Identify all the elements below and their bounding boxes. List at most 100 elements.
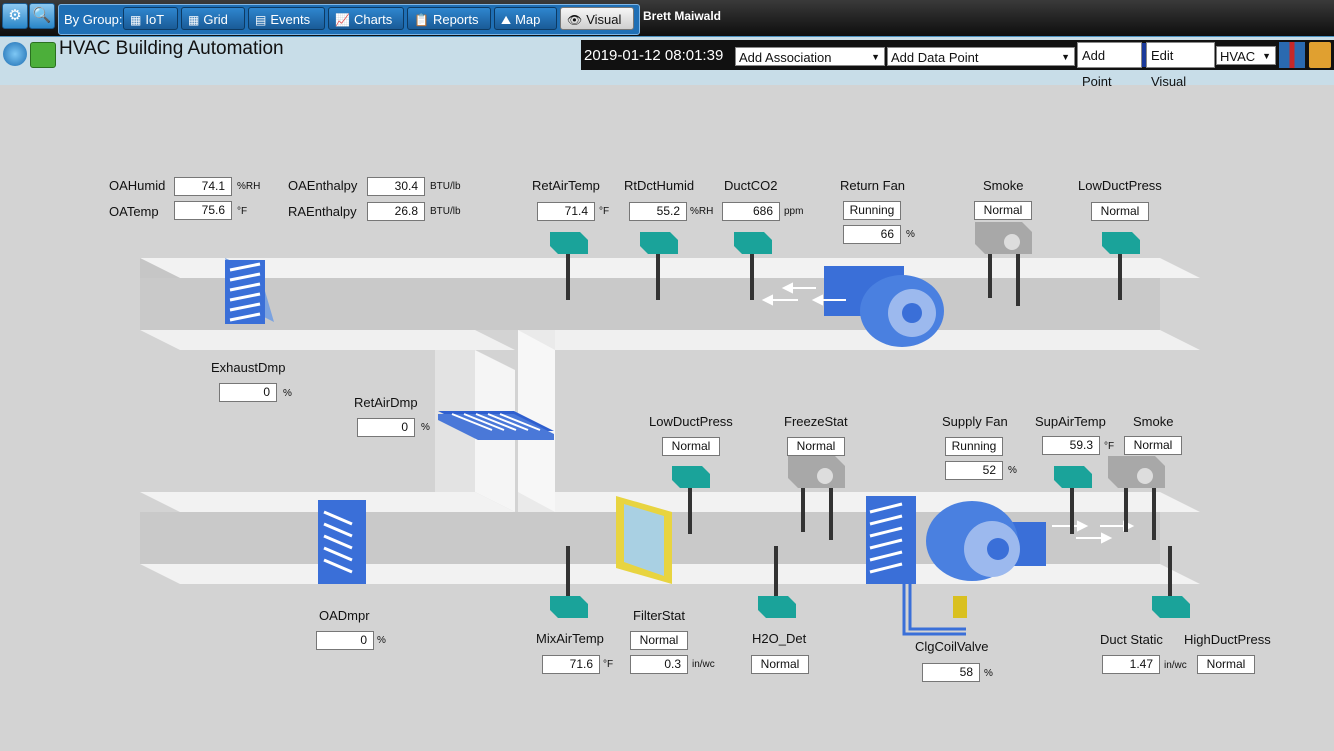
rt-dct-humid-unit: %RH — [690, 206, 714, 217]
group-label: By Group: — [64, 12, 123, 27]
oa-enthalpy-value[interactable]: 30.4 — [367, 177, 425, 196]
return-duct-bottom-left — [140, 330, 515, 350]
duct-static-sensor — [1152, 546, 1190, 618]
low-duct-press-return-label: LowDuctPress — [1078, 178, 1162, 193]
low-duct-press-return-status[interactable]: Normal — [1091, 202, 1149, 221]
package-icon[interactable] — [1309, 42, 1331, 68]
add-data-point-select[interactable]: Add Data Point▼ — [887, 47, 1075, 66]
clg-coil-valve-value[interactable]: 58 — [922, 663, 980, 682]
duct-co2-label: DuctCO2 — [724, 178, 778, 193]
ret-air-dmp-unit: % — [421, 422, 430, 433]
high-duct-press-label: HighDuctPress — [1184, 632, 1271, 647]
filter-stat-unit: in/wc — [692, 659, 715, 670]
rt-dct-humid-sensor — [640, 232, 678, 300]
ret-air-temp-value[interactable]: 71.4 — [537, 202, 595, 221]
ret-air-temp-unit: °F — [599, 206, 610, 217]
smoke-return-status[interactable]: Normal — [974, 201, 1032, 220]
visual-select[interactable]: HVAC▼ — [1216, 46, 1276, 65]
ra-enthalpy-unit: BTU/lb — [430, 206, 461, 217]
cooling-coil-fins — [869, 502, 903, 574]
duct-static-unit: in/wc — [1164, 660, 1187, 671]
clg-coil-valve-unit: % — [984, 668, 993, 679]
thermometer-icon[interactable] — [1279, 42, 1305, 68]
page-title: HVAC Building Automation — [59, 38, 284, 59]
datetime: 2019-01-12 08:01:39 — [584, 47, 724, 64]
ra-enthalpy-value[interactable]: 26.8 — [367, 202, 425, 221]
freeze-stat-label: FreezeStat — [784, 414, 848, 429]
filter-stat-value[interactable]: 0.3 — [630, 655, 688, 674]
coil-pipe-1 — [902, 584, 966, 636]
iot-button[interactable]: ▦IoT — [123, 7, 178, 30]
charts-button[interactable]: 📈Charts — [328, 7, 404, 30]
clipboard-icon: 📋 — [414, 13, 429, 27]
oa-temp-unit: °F — [237, 206, 248, 217]
low-duct-press-supply-status[interactable]: Normal — [662, 437, 720, 456]
freeze-stat-switch — [788, 456, 845, 540]
ret-air-temp-sensor — [550, 232, 588, 300]
control-bar: 2019-01-12 08:01:39 Add Association▼ Add… — [581, 40, 1334, 89]
oa-temp-value[interactable]: 75.6 — [174, 201, 232, 220]
exhaust-vertical-shade — [435, 350, 475, 512]
high-duct-press-status[interactable]: Normal — [1197, 655, 1255, 674]
rt-dct-humid-value[interactable]: 55.2 — [629, 202, 687, 221]
exhaust-damper-blades — [229, 262, 261, 322]
settings-gear-icon[interactable]: ⚙ — [2, 3, 28, 29]
filter-media — [624, 504, 664, 576]
ret-air-dmp-label: RetAirDmp — [354, 395, 418, 410]
add-point-button[interactable]: Add Point — [1077, 42, 1142, 89]
smoke-supply-status[interactable]: Normal — [1124, 436, 1182, 455]
freeze-stat-status[interactable]: Normal — [787, 437, 845, 456]
low-duct-press-return-sensor — [1102, 232, 1140, 300]
coil-pipe-2 — [908, 584, 966, 631]
return-airflow-arrows — [761, 282, 846, 306]
mix-air-temp-label: MixAirTemp — [536, 631, 604, 646]
supply-fan-hub — [987, 538, 1009, 560]
filter-stat-status[interactable]: Normal — [630, 631, 688, 650]
dashboard-blocks-icon[interactable] — [30, 42, 56, 68]
oa-temp-label: OATemp — [109, 204, 159, 219]
grid-button[interactable]: ▦Grid — [181, 7, 245, 30]
dropdown-arrow-icon: ▼ — [871, 52, 880, 62]
mix-air-temp-value[interactable]: 71.6 — [542, 655, 600, 674]
mix-vertical-side — [518, 330, 555, 512]
supply-fan-speed[interactable]: 52 — [945, 461, 1003, 480]
ret-air-temp-label: RetAirTemp — [532, 178, 600, 193]
divider — [1142, 43, 1146, 67]
sup-air-temp-value[interactable]: 59.3 — [1042, 436, 1100, 455]
exhaust-dmp-value[interactable]: 0 — [219, 383, 277, 402]
h2o-det-label: H2O_Det — [752, 631, 807, 646]
return-fan-speed[interactable]: 66 — [843, 225, 901, 244]
add-association-select[interactable]: Add Association▼ — [735, 47, 885, 66]
clg-coil-valve-actuator — [953, 596, 967, 618]
duct-co2-value[interactable]: 686 — [722, 202, 780, 221]
return-air-damper-blades — [451, 413, 541, 431]
switch-icons — [788, 222, 1165, 540]
supply-fan-status[interactable]: Running — [945, 437, 1003, 456]
map-button[interactable]: ⛰Map — [494, 7, 557, 30]
low-duct-press-supply-label: LowDuctPress — [649, 414, 733, 429]
eye-icon: 👁 — [567, 13, 583, 27]
sensor-icons — [550, 232, 1190, 618]
reports-button[interactable]: 📋Reports — [407, 7, 491, 30]
sup-air-temp-unit: °F — [1104, 441, 1115, 452]
duct-static-label: Duct Static — [1100, 632, 1163, 647]
duct-static-value[interactable]: 1.47 — [1102, 655, 1160, 674]
group-button-bar: By Group: ▦IoT ▦Grid ▤Events 📈Charts 📋Re… — [58, 4, 640, 35]
h2o-det-status[interactable]: Normal — [751, 655, 809, 674]
dropdown-arrow-icon: ▼ — [1262, 51, 1271, 61]
oa-humid-value[interactable]: 74.1 — [174, 177, 232, 196]
ret-air-dmp-value[interactable]: 0 — [357, 418, 415, 437]
events-button[interactable]: ▤Events — [248, 7, 325, 30]
return-fan-status[interactable]: Running — [843, 201, 901, 220]
edit-visual-button[interactable]: Edit Visual — [1146, 42, 1215, 89]
visual-button[interactable]: 👁Visual — [560, 7, 634, 30]
iot-icon: ▦ — [130, 13, 142, 27]
duct-co2-sensor — [734, 232, 772, 300]
ra-enthalpy-label: RAEnthalpy — [288, 204, 357, 219]
oa-dmpr-value[interactable]: 0 — [316, 631, 374, 650]
refresh-icon[interactable] — [3, 42, 27, 66]
smoke-supply-detector — [1108, 456, 1165, 540]
oa-dmpr-unit: % — [377, 635, 386, 646]
search-icon[interactable]: 🔍 — [29, 3, 55, 29]
supply-fan-label: Supply Fan — [942, 414, 1008, 429]
